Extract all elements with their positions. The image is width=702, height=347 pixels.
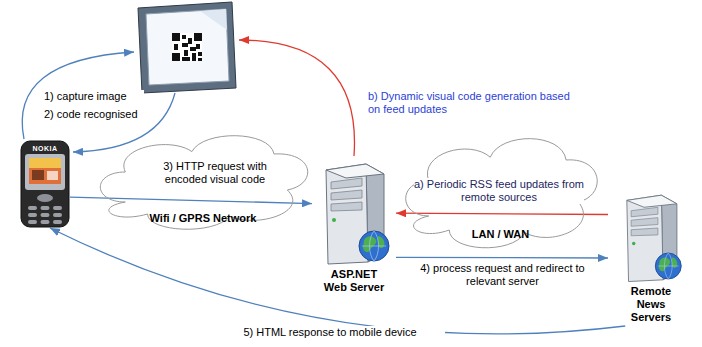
edge-label: a) Periodic RSS feed updates from remote… [414,178,584,204]
step-label: b) Dynamic visual code generation based … [368,90,573,116]
edge-label: 5) HTML response to mobile device [215,326,445,339]
text-holder: LAN / WAN [398,228,603,241]
network-label: LAN / WAN [398,228,603,241]
brand-label: NOKIA [20,145,70,153]
phone-illustration [20,140,70,228]
news-server: Remote News Servers [608,190,694,326]
edge-label: 4) process request and redirect to relev… [400,262,605,288]
server-label: ASP.NET Web Server [312,268,396,294]
server-label: Remote News Servers [608,285,694,324]
network-label: Wifi / GPRS Network [92,212,314,225]
text-holder: NOKIA [20,145,70,153]
monitor-illustration [138,2,236,93]
flow-arrow [396,213,608,214]
edge-label: 3) HTTP request with encoded visual code [150,160,280,186]
flow-arrow [70,197,312,203]
text-holder: Wifi / GPRS Network [92,212,314,225]
web-server: ASP.NET Web Server [312,158,396,296]
server-illustration [608,190,694,285]
visual-code [172,33,202,61]
server-illustration [312,158,396,268]
mobile-phone: NOKIA [20,140,70,228]
step-label: 2) code recognised [44,108,154,121]
step-label: 1) capture image [44,90,144,103]
flow-arrow [396,257,608,259]
